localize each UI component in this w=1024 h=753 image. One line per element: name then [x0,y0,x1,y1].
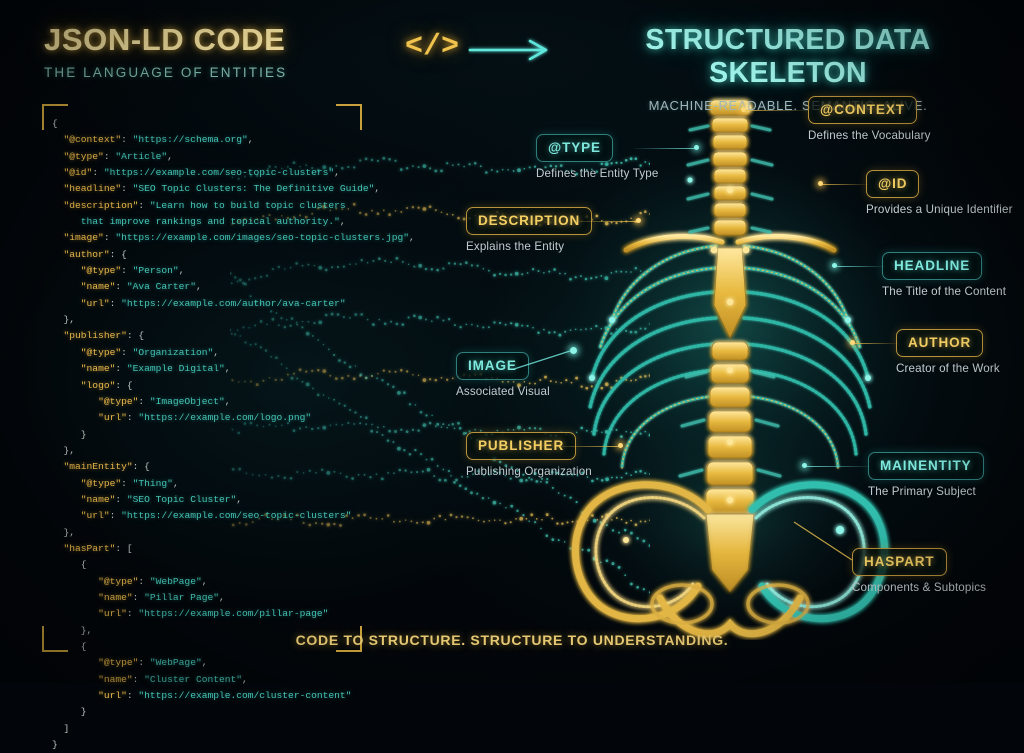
code-brackets-icon: </> [405,30,460,64]
code-line: that improve rankings and topical author… [80,216,346,228]
footer-caption: CODE TO STRUCTURE. STRUCTURE TO UNDERSTA… [295,632,729,648]
callout-description-type: Defines the Entity Type [536,167,659,180]
callout-description-image: Associated Visual [456,385,550,398]
connector-node-headline [832,263,837,268]
callout-label-type[interactable]: @TYPE [536,134,613,162]
page-subtitle-left: THE LANGUAGE OF ENTITIES [44,65,288,80]
code-line: "headline": "SEO Topic Clusters: The Def… [63,183,381,195]
code-line: }, [52,444,76,456]
code-line: "publisher": { [63,330,145,342]
arrow-right-icon [468,36,554,69]
callout-description-haspart: Components & Subtopics [852,581,987,594]
code-line: "@type": "ImageObject", [98,395,231,407]
callout-description-context: Defines the Vocabulary [808,129,931,142]
callout-label-haspart[interactable]: HASPART [852,548,947,576]
callout-id[interactable]: @ID Provides a Unique Identifier [866,170,1013,216]
code-line: "@id": "https://example.com/seo-topic-cl… [63,167,340,179]
connector-haspart [793,521,853,561]
code-line: "@type": "Person", [80,265,185,277]
code-line: "logo": { [80,379,133,391]
code-line: "name": "Cluster Content", [98,673,248,685]
connector-mainentity [806,466,870,468]
code-line: "author": { [63,248,127,260]
code-line: } [52,428,87,440]
connector-node-mainentity [802,463,807,468]
code-line: "@type": "WebPage", [98,657,208,669]
code-line: { [52,559,87,571]
code-line: "@type": "Organization", [80,346,219,358]
code-to-structure-glyph: </> [400,30,560,72]
connector-node-description [636,218,641,223]
code-line: "url": "https://example.com/seo-topic-cl… [80,510,352,522]
code-line: "url": "https://example.com/pillar-page" [98,608,329,620]
code-line: }, [52,526,76,538]
page-title-left: JSON-LD CODE [44,22,286,57]
callout-description-mainentity: The Primary Subject [868,485,976,498]
callout-label-mainentity[interactable]: MAINENTITY [868,452,984,480]
code-line: "@type": "WebPage", [98,575,208,587]
code-line: ] [52,722,70,734]
connector-context [745,110,809,112]
connector-headline [836,266,884,268]
callout-type[interactable]: @TYPE Defines the Entity Type [536,134,658,180]
code-line: "name": "Example Digital", [80,363,231,375]
connector-id [822,184,868,186]
connector-publisher [552,446,620,448]
callout-headline[interactable]: HEADLINE The Title of the Content [882,252,1006,298]
left-header: JSON-LD CODE THE LANGUAGE OF ENTITIES [44,22,287,80]
page-title-right: STRUCTURED DATA SKELETON [645,24,931,89]
connector-node-author [850,340,855,345]
callout-description[interactable]: DESCRIPTION Explains the Entity [466,207,593,253]
callout-label-id[interactable]: @ID [866,170,920,198]
code-line: "name": "Ava Carter", [80,281,202,293]
connector-node-type [694,145,699,150]
callout-label-headline[interactable]: HEADLINE [882,252,983,280]
code-line: { [52,118,58,129]
json-ld-code-block: { "@context": "https://schema.org", "@ty… [52,116,415,753]
code-line: "@context": "https://schema.org", [63,134,254,146]
code-line: "url": "https://example.com/logo.png" [98,412,312,424]
callout-haspart[interactable]: HASPART Components & Subtopics [852,548,986,594]
callout-context[interactable]: @CONTEXT Defines the Vocabulary [808,96,931,142]
callout-publisher[interactable]: PUBLISHER Publishing Organization [466,432,592,478]
connector-description [570,221,638,223]
code-line: } [52,706,87,718]
code-line: "@type": "Thing", [80,477,179,489]
callout-description-headline: The Title of the Content [882,285,1007,298]
code-line: "name": "Pillar Page", [98,591,225,603]
code-line: "url": "https://example.com/author/ava-c… [80,297,346,309]
callout-description-description: Explains the Entity [466,240,565,253]
code-line: "name": "SEO Topic Cluster", [80,493,243,505]
callout-mainentity[interactable]: MAINENTITY The Primary Subject [868,452,984,498]
connector-image [513,350,571,370]
callout-description-id: Provides a Unique Identifier [866,203,1013,216]
json-ld-code-panel: { "@context": "https://schema.org", "@ty… [42,104,415,750]
code-line: "description": "Learn how to build topic… [63,199,346,211]
connector-author [854,343,898,345]
callout-author[interactable]: AUTHOR Creator of the Work [896,329,1000,375]
connector-node-image [570,347,577,354]
callout-description-author: Creator of the Work [896,362,1000,375]
code-line: "@type": "Article", [63,150,173,162]
code-line: } [52,739,58,751]
code-line: "url": "https://example.com/cluster-cont… [98,690,352,702]
code-line: }, [52,314,76,326]
connector-node-context [741,107,746,112]
connector-node-id [818,181,823,186]
connector-node-publisher [618,443,623,448]
code-line: "image": "https://example.com/images/seo… [63,232,415,244]
code-line: "mainEntity": { [63,461,150,473]
callout-description-publisher: Publishing Organization [466,465,592,478]
code-line: "hasPart": [ [63,542,133,554]
callout-label-context[interactable]: @CONTEXT [808,96,917,124]
callout-label-author[interactable]: AUTHOR [896,329,984,357]
connector-type [634,148,696,150]
